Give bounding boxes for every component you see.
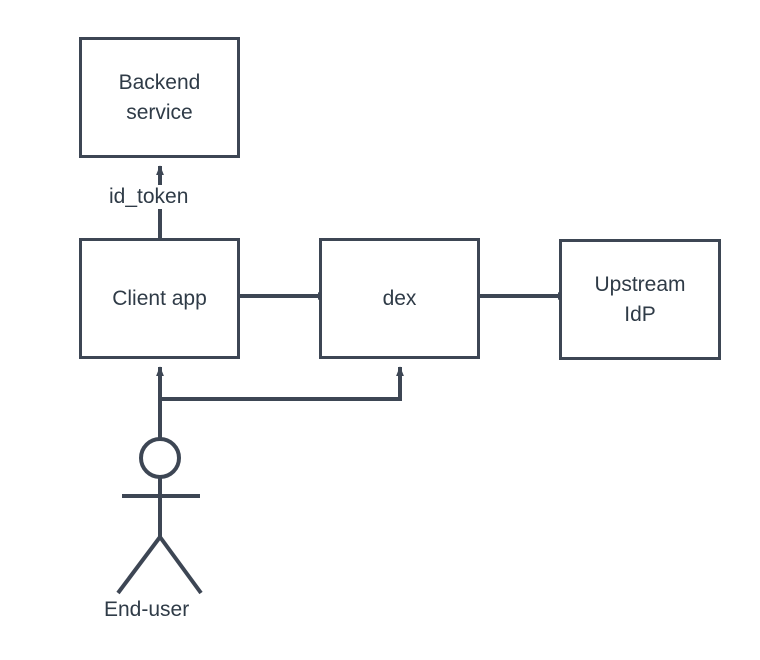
node-backend-service[interactable]: Backend service: [79, 37, 240, 158]
actor-end-user-icon: [116, 437, 203, 595]
actor-end-user-label: End-user: [104, 598, 190, 621]
edge-user-to-dex: [160, 366, 404, 401]
node-dex-label: dex: [382, 286, 417, 310]
node-upstream-idp[interactable]: Upstream IdP: [559, 239, 721, 360]
node-dex[interactable]: dex: [319, 238, 480, 359]
edge-label-id-token: id_token: [106, 185, 192, 209]
node-client-app[interactable]: Client app: [79, 238, 240, 359]
node-backend-service-label: Backend service: [118, 70, 201, 124]
node-client-app-label: Client app: [112, 286, 207, 310]
node-upstream-idp-label: Upstream IdP: [594, 272, 686, 326]
